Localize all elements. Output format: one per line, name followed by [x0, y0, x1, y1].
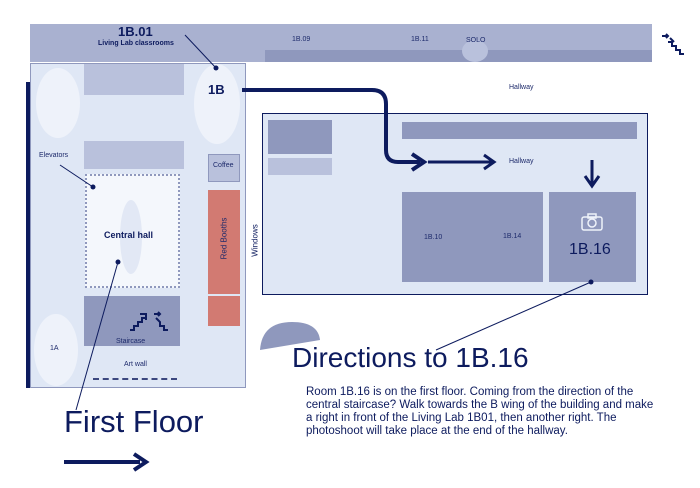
room-1b01-title: 1B.01	[118, 24, 153, 39]
red-booth-small	[208, 296, 240, 326]
route-arrow-head-2	[483, 153, 497, 171]
solo-label: SOLO	[466, 37, 486, 44]
room-1b16	[549, 192, 636, 282]
first-floor-title: First Floor	[64, 404, 204, 439]
route-arrow-head-3	[583, 175, 601, 189]
room-1b10-1b14	[402, 192, 543, 282]
route-arrow-path	[242, 88, 420, 164]
central-hall-label: Central hall	[104, 230, 154, 240]
elevators-label: Elevators	[39, 152, 69, 159]
coffee-label: Coffee	[213, 162, 234, 169]
pointer-1b01	[184, 34, 217, 69]
route-arrow-head-1	[410, 152, 428, 172]
wing-1b-label: 1B	[208, 82, 225, 97]
room-1b09-label: 1B.09	[292, 36, 311, 43]
art-wall-label: Art wall	[124, 361, 147, 368]
room-1b16-label: 1B.16	[569, 241, 611, 258]
directions-title: Directions to 1B.16	[292, 342, 529, 373]
directions-blob	[260, 322, 320, 350]
staircase-icon	[130, 311, 168, 331]
staircase-label: Staircase	[116, 338, 146, 345]
room-1a-label: 1A	[50, 345, 59, 352]
art-wall	[93, 378, 177, 380]
pointer-elevators	[59, 164, 94, 188]
left-wing-wall	[26, 82, 30, 388]
first-floor-arrow-head	[132, 452, 150, 472]
room-1a-oval	[34, 314, 78, 386]
solo-room	[462, 40, 488, 62]
room-1b14-label: 1B.14	[503, 233, 522, 240]
red-booths	[208, 190, 240, 294]
room-1b10-label: 1B.10	[424, 234, 443, 241]
pointer-1b16	[435, 281, 592, 351]
hallway-inner-label: Hallway	[509, 158, 534, 165]
camera-icon	[581, 213, 603, 231]
wing-1b-oval	[194, 64, 240, 144]
directions-body: Room 1B.16 is on the first floor. Coming…	[306, 386, 654, 437]
staircase-icon	[662, 33, 684, 55]
right-room-top-left	[268, 120, 332, 154]
staircase-room	[84, 296, 180, 346]
room-1b11-label: 1B.11	[411, 36, 429, 43]
room-block-top	[84, 64, 184, 95]
central-hall-oval	[120, 200, 142, 274]
top-corridor-room-bar	[265, 50, 652, 62]
right-room-top-bar	[402, 122, 637, 139]
left-oval-top	[36, 68, 80, 138]
right-room-top-left-small	[268, 158, 332, 175]
pointer-floor	[75, 261, 119, 411]
room-block-mid	[84, 141, 184, 169]
room-1b01-subtitle: Living Lab classrooms	[98, 40, 174, 47]
hallway-top-label: Hallway	[509, 84, 534, 91]
coffee-room	[208, 154, 240, 182]
